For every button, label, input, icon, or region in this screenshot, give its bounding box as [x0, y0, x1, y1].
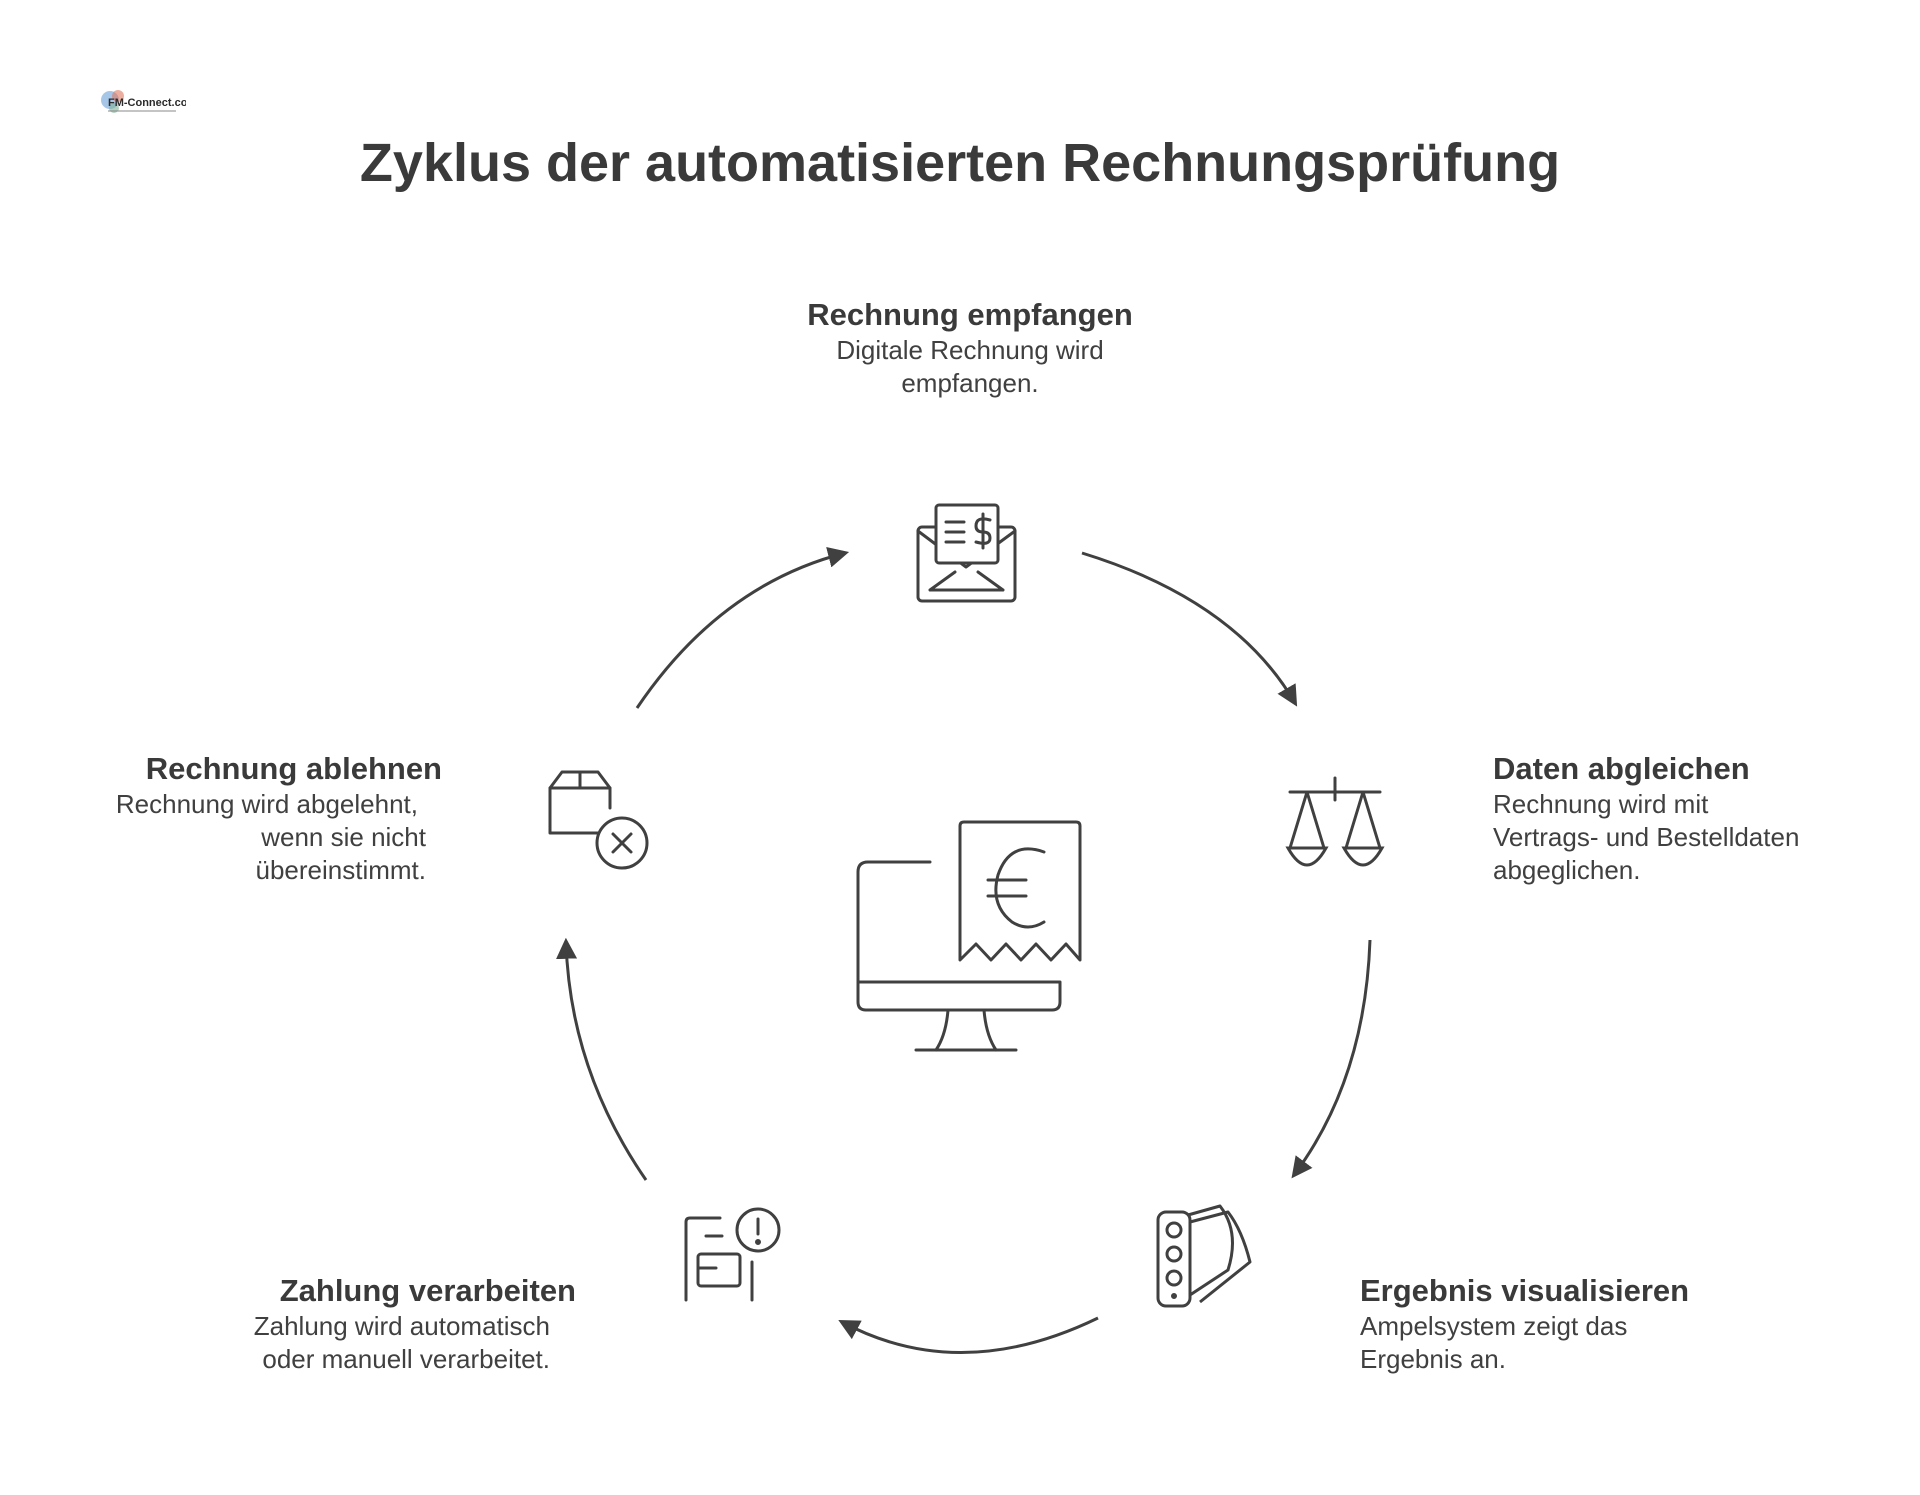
step-description-line: abgeglichen. [1493, 855, 1641, 885]
svg-text:FM-Connect.com: FM-Connect.com [108, 97, 186, 109]
step-rechnung-empfangen: Rechnung empfangen Digitale Rechnung wir… [760, 296, 1180, 400]
fm-connect-logo: FM-Connect.com [101, 90, 186, 113]
computer-euro-receipt-icon [856, 820, 1082, 1052]
step-description-line: Rechnung wird abgelehnt, [115, 789, 418, 819]
rejected-package-icon [548, 770, 649, 870]
step-description-line: oder manuell verarbeitet. [262, 1344, 550, 1374]
traffic-light-icon [1156, 1204, 1252, 1308]
step-description-line: Ampelsystem zeigt das [1360, 1311, 1628, 1341]
step-description-line: Ergebnis an. [1360, 1344, 1506, 1374]
payment-card-alert-icon [684, 1207, 781, 1302]
arrow-ablehnen-to-empfangen [635, 547, 850, 709]
step-rechnung-ablehnen: Rechnung ablehnen Rechnung wird abgelehn… [40, 750, 442, 887]
step-zahlung-verarbeiten: Zahlung verarbeiten Zahlung wird automat… [176, 1272, 576, 1376]
step-description-line: Digitale Rechnung wird [836, 335, 1104, 365]
step-title: Rechnung ablehnen [145, 751, 442, 786]
step-description-line: übereinstimmt. [255, 855, 427, 885]
arrow-zahlung-to-ablehnen [556, 937, 648, 1181]
arrow-empfangen-to-abgleichen [1081, 551, 1298, 707]
step-title: Daten abgleichen [1493, 751, 1750, 786]
step-description-line: wenn sie nicht [261, 822, 426, 852]
step-description-line: Vertrags- und Bestelldaten [1493, 822, 1800, 852]
arrow-abgleichen-to-visualisieren [1291, 939, 1372, 1179]
invoice-envelope-icon [916, 503, 1017, 603]
scales-icon [1285, 776, 1385, 867]
step-title: Zahlung verarbeiten [279, 1273, 576, 1308]
step-description-line: Zahlung wird automatisch [253, 1311, 550, 1341]
step-daten-abgleichen: Daten abgleichen Rechnung wird mit Vertr… [1493, 750, 1893, 887]
step-title: Ergebnis visualisieren [1360, 1273, 1690, 1308]
step-description-line: Rechnung wird mit [1493, 789, 1709, 819]
arrow-visualisieren-to-zahlung [838, 1316, 1099, 1355]
step-title: Rechnung empfangen [807, 297, 1133, 332]
cycle-arrows [556, 547, 1372, 1355]
step-description-line: empfangen. [901, 368, 1039, 398]
page-title: Zyklus der automatisierten Rechnungsprüf… [359, 133, 1561, 193]
step-ergebnis-visualisieren: Ergebnis visualisieren Ampelsystem zeigt… [1360, 1272, 1760, 1376]
